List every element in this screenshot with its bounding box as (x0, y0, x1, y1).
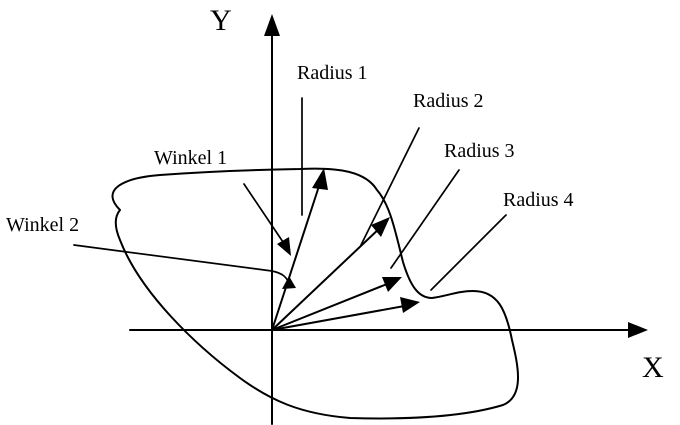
radius-2-label: Radius 2 (413, 90, 484, 112)
radius-2-arrowhead (371, 217, 390, 237)
winkel-1-arrowhead (277, 237, 291, 256)
radius-2-vector (271, 225, 383, 331)
radius-3-vector (271, 281, 393, 331)
y-axis-label: Y (210, 4, 232, 37)
radius-3-arrowhead (382, 277, 402, 292)
winkel-1-label: Winkel 1 (154, 147, 227, 169)
radius-1-arrowhead (312, 168, 328, 190)
radius-2-leader (360, 127, 420, 246)
x-axis-label: X (642, 351, 664, 384)
radius-3-leader (390, 169, 460, 269)
winkel-2-label: Winkel 2 (6, 214, 79, 236)
radius-1-label: Radius 1 (297, 62, 368, 84)
radius-1-vector (271, 179, 322, 331)
radius-3-label: Radius 3 (444, 140, 515, 162)
x-axis-arrowhead (628, 322, 648, 338)
radius-4-leader (430, 214, 507, 291)
winkel-2-leader (73, 244, 290, 285)
winkel-1-leader (243, 183, 284, 243)
radius-4-arrowhead (400, 297, 420, 313)
winkel-2-arrowhead (282, 276, 296, 289)
y-axis-arrowhead (264, 14, 280, 36)
outline-shape (111, 167, 519, 420)
radius-4-label: Radius 4 (503, 189, 574, 211)
radius-4-vector (271, 304, 411, 331)
